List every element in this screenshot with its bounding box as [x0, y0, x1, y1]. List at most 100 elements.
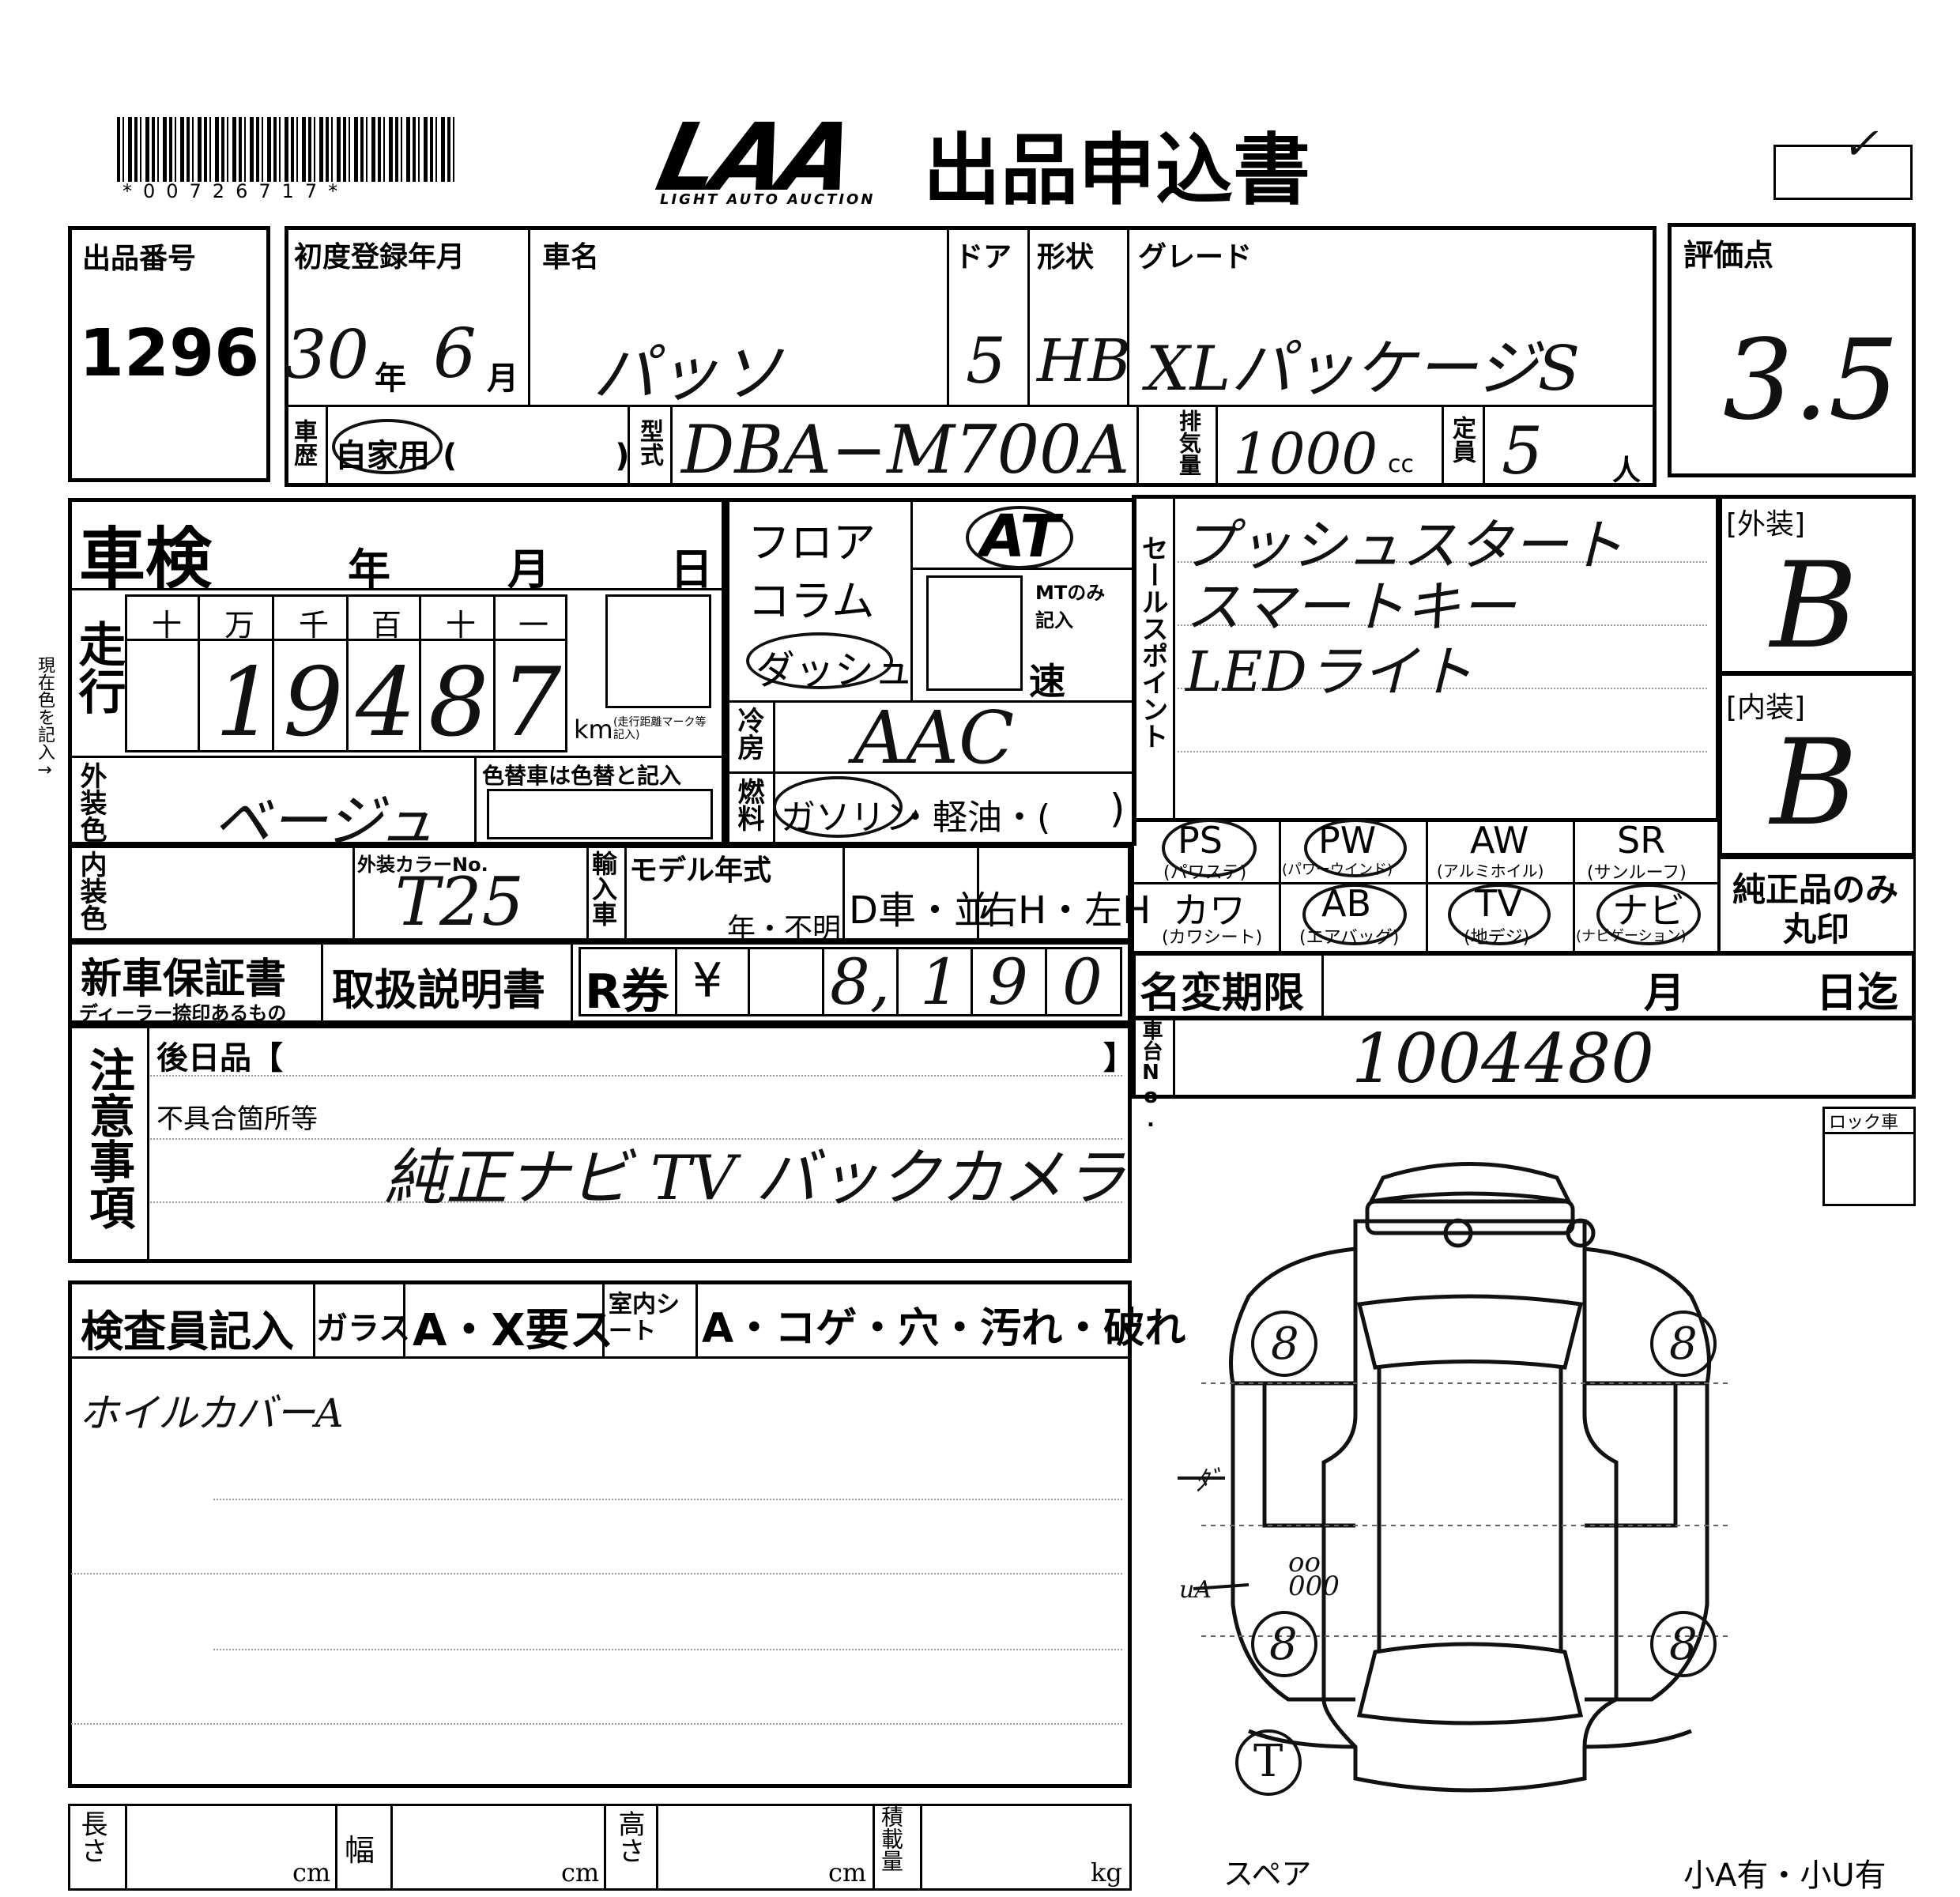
repaint-box[interactable]	[487, 789, 713, 839]
glass-label: ガラス	[316, 1311, 411, 1347]
lock-label: ロック車	[1829, 1113, 1899, 1133]
unit-one: 一	[518, 608, 549, 643]
lock-box[interactable]	[1822, 1107, 1916, 1206]
first-reg-label: 初度登録年月	[294, 241, 466, 273]
mileage-digit: 9	[283, 648, 344, 758]
repaint-label: 色替車は色替と記入	[482, 763, 682, 789]
genuine-line2: 丸印	[1783, 910, 1850, 948]
recycle-label: R券	[585, 964, 669, 1020]
fuel-gasoline: ガソリン	[781, 798, 920, 838]
grade: XLパッケージS	[1146, 334, 1581, 405]
recycle-digit: 0	[1062, 945, 1102, 1019]
length-label: 長さ	[76, 1810, 107, 1864]
inspector-box	[68, 1280, 1132, 1788]
lot-number: 1296	[79, 316, 260, 391]
color-no: T25	[395, 863, 524, 941]
equipment-circle-ab	[1302, 884, 1407, 945]
mileage-label: 走行	[70, 620, 126, 715]
seat-value: A・コゲ・穴・汚れ・破れ	[702, 1305, 1186, 1352]
barcode	[117, 117, 457, 182]
tire-mark-front-left: 8	[1271, 1318, 1299, 1370]
name-change-month: 月	[1644, 970, 1686, 1017]
ac-label: 冷房	[733, 707, 764, 760]
equipment-aw-name: (アルミホイル)	[1437, 862, 1544, 881]
unit-hundred: 百	[371, 608, 402, 643]
shape: HB	[1037, 327, 1131, 395]
sales-points-label: セールスポイント	[1136, 534, 1168, 749]
shift-at: AT	[980, 503, 1060, 571]
tire-mark-rear-left: 8	[1269, 1619, 1298, 1670]
equipment-circle-pw	[1304, 819, 1407, 877]
history-circle	[332, 419, 443, 474]
interior-grade-label: [内装]	[1726, 692, 1806, 724]
unit-thousand: 千	[299, 608, 330, 643]
seat-label: 室内シート	[609, 1291, 680, 1345]
form-title: 出品申込書	[923, 126, 1311, 216]
score-label: 評価点	[1683, 238, 1774, 273]
interior-grade-box	[1718, 672, 1916, 857]
car-name-label: 車名	[542, 241, 600, 273]
lot-number-box	[68, 226, 270, 482]
inspection-year: 年	[348, 545, 390, 594]
equipment-aw: AW	[1470, 819, 1529, 862]
width-label: 幅	[345, 1833, 375, 1868]
equipment-circle-tv	[1448, 884, 1551, 945]
length-unit: cm	[292, 1857, 331, 1888]
displacement: 1000	[1233, 421, 1378, 487]
genuine-line1: 純正品のみ	[1732, 870, 1899, 909]
barcode-text: *00726717*	[122, 180, 349, 202]
equipment-ab-name: (エアバッグ)	[1299, 928, 1400, 948]
capacity-label: 定員	[1448, 416, 1476, 463]
grade-label: グレード	[1138, 241, 1253, 273]
name-change-day: 日迄	[1816, 970, 1899, 1017]
equipment-ps-name: (パワステ)	[1163, 863, 1247, 883]
glass-value: A・X要ス	[413, 1305, 614, 1356]
mt-note: MTのみ記入	[1035, 582, 1106, 632]
mt-box[interactable]	[926, 575, 1023, 691]
door-count: 5	[966, 324, 1006, 398]
shift-column: コラム	[748, 576, 875, 626]
interior-color-label: 内装色	[75, 850, 107, 931]
equipment-circle-navi	[1596, 884, 1701, 945]
later-items-label: 後日品【	[156, 1040, 283, 1077]
score-value: 3.5	[1723, 316, 1899, 445]
dealer-car: D車・並	[849, 888, 992, 933]
mileage-digit: 7	[501, 648, 562, 758]
check-box[interactable]	[1773, 145, 1913, 200]
interior-import-box	[68, 844, 1132, 942]
small-marks-label: 小A有・小U有	[1683, 1857, 1886, 1894]
equipment-kawa-name: (カワシート)	[1162, 928, 1263, 948]
door-label: ドア	[955, 241, 1012, 273]
history-label: 車歴	[289, 419, 317, 466]
model: DBA−M700A	[681, 411, 1130, 488]
exterior-grade-label: [外装]	[1726, 508, 1806, 541]
history-paren: ( )	[443, 438, 630, 474]
tire-mark-front-right: 8	[1669, 1318, 1698, 1370]
car-info-box	[285, 226, 1657, 487]
fuel-label: 燃料	[733, 778, 764, 832]
import-label: 輸入車	[588, 850, 618, 926]
recycle-digit: 9	[988, 945, 1028, 1019]
mileage-mark-box[interactable]	[605, 594, 711, 708]
inspection-label: 車検	[79, 520, 213, 598]
defects-label: 不具合箇所等	[156, 1103, 318, 1135]
logo-subtitle: LIGHT AUTO AUCTION	[660, 191, 876, 208]
color-no-label: 外装カラーNo.	[357, 854, 488, 876]
equipment-pw: PW	[1318, 819, 1377, 862]
spare-label: スペア	[1223, 1857, 1312, 1891]
later-items-close: 】	[1103, 1040, 1135, 1077]
shift-dash-circle	[746, 632, 893, 689]
lot-number-label: 出品番号	[82, 243, 197, 275]
history-value: 自家用	[335, 438, 430, 474]
exterior-color-label: 外装色	[75, 762, 107, 843]
notes-box	[68, 1024, 1132, 1263]
unit-ten-thousand: 万	[224, 608, 255, 643]
diagram-annotation: oo 000	[1288, 1547, 1340, 1602]
km-note: (走行距離マーク等記入)	[613, 716, 707, 741]
inspection-month: 月	[507, 545, 550, 594]
chassis-box	[1132, 1016, 1916, 1099]
sales-point-3: LEDライト	[1185, 639, 1473, 704]
car-name: パッソ	[593, 337, 782, 410]
sales-point-2: スマートキー	[1185, 575, 1516, 639]
at-circle	[966, 506, 1073, 569]
